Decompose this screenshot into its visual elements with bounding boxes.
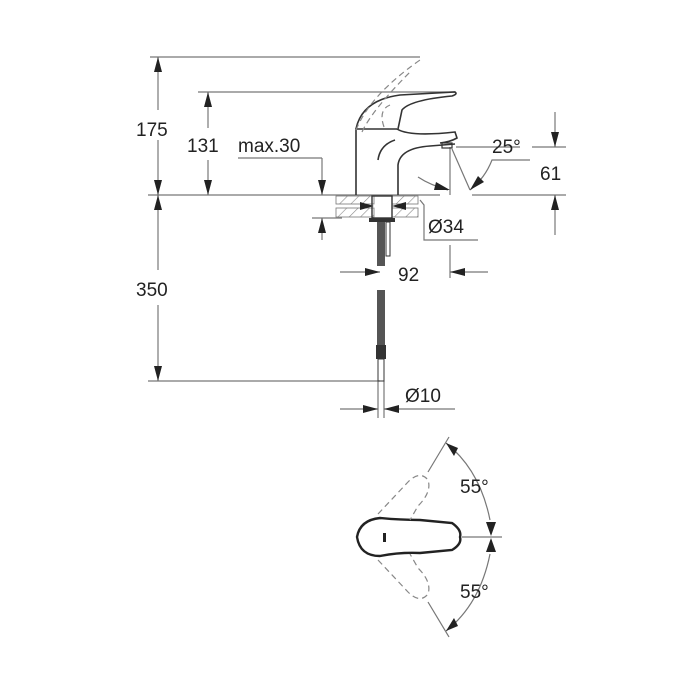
arrow-icon [392,202,406,210]
hose-end [377,358,385,382]
arrow-icon [446,443,458,456]
dia34-leader [419,199,478,241]
mixer-spout-top [396,128,458,144]
arrow-icon [384,405,399,413]
arrow-icon [154,195,162,210]
flexible-hose [377,290,385,358]
top-view: 55° 55° [355,436,502,638]
dim-61-label: 61 [540,164,561,185]
arrow-icon [486,538,496,552]
lever-indicator [383,533,386,542]
dim-92-label: 92 [398,265,419,286]
spout-angle-line [451,148,471,191]
lever-raised-dashed [355,59,421,131]
arrow-icon [318,218,326,233]
aerator [441,142,453,149]
angle-line-down [427,601,450,638]
dim-55deg-up-label: 55° [460,477,489,498]
arrow-icon [154,57,162,72]
arrow-icon [363,405,378,413]
dim-175-label: 175 [136,120,168,141]
supply-pipe [385,221,391,257]
dim-350-label: 350 [136,280,168,301]
mixer-body-left [355,128,397,195]
mixer-spout-underside [397,143,456,195]
spout-angle-arc [469,159,530,191]
side-view: 175 131 max.30 61 25° Ø34 [136,56,566,418]
lever-rotated-up-dashed [377,474,430,521]
arrow-icon [318,180,326,195]
arrow-icon [551,132,559,147]
dim-dia10-label: Ø10 [405,386,441,407]
arrow-icon [154,366,162,381]
hose-fitting [376,345,386,359]
arrow-icon [365,268,380,276]
lever-raised-dashed-b [361,69,413,133]
mounting-nut [369,218,395,222]
dim-max30-label: max.30 [238,136,300,157]
arrow-icon [360,202,374,210]
deck-hatch-left-bottom [335,207,375,218]
dim-55deg-down-label: 55° [460,582,489,603]
arrow-icon [434,182,450,190]
body-curve [377,139,396,161]
arrow-icon [154,180,162,195]
lever-handle [355,91,457,130]
lever-raised-dashed-c [381,104,391,128]
dim-dia34-label: Ø34 [428,217,464,238]
arrow-icon [204,92,212,107]
arrow-icon [446,618,458,631]
arrow-icon [551,195,559,210]
arrow-icon [204,180,212,195]
arrow-icon [470,176,484,190]
angle-line-up [427,436,450,473]
dim-131-label: 131 [187,136,219,157]
dim-25deg-label: 25° [492,137,521,158]
arrow-icon [486,522,496,536]
mounting-shank [371,195,393,219]
lever-rotated-down-dashed [377,553,430,600]
lever-top-outline [355,516,462,558]
threaded-rod [377,222,385,266]
arrow-icon [450,268,465,276]
deck-hatch-left-top [335,195,375,205]
